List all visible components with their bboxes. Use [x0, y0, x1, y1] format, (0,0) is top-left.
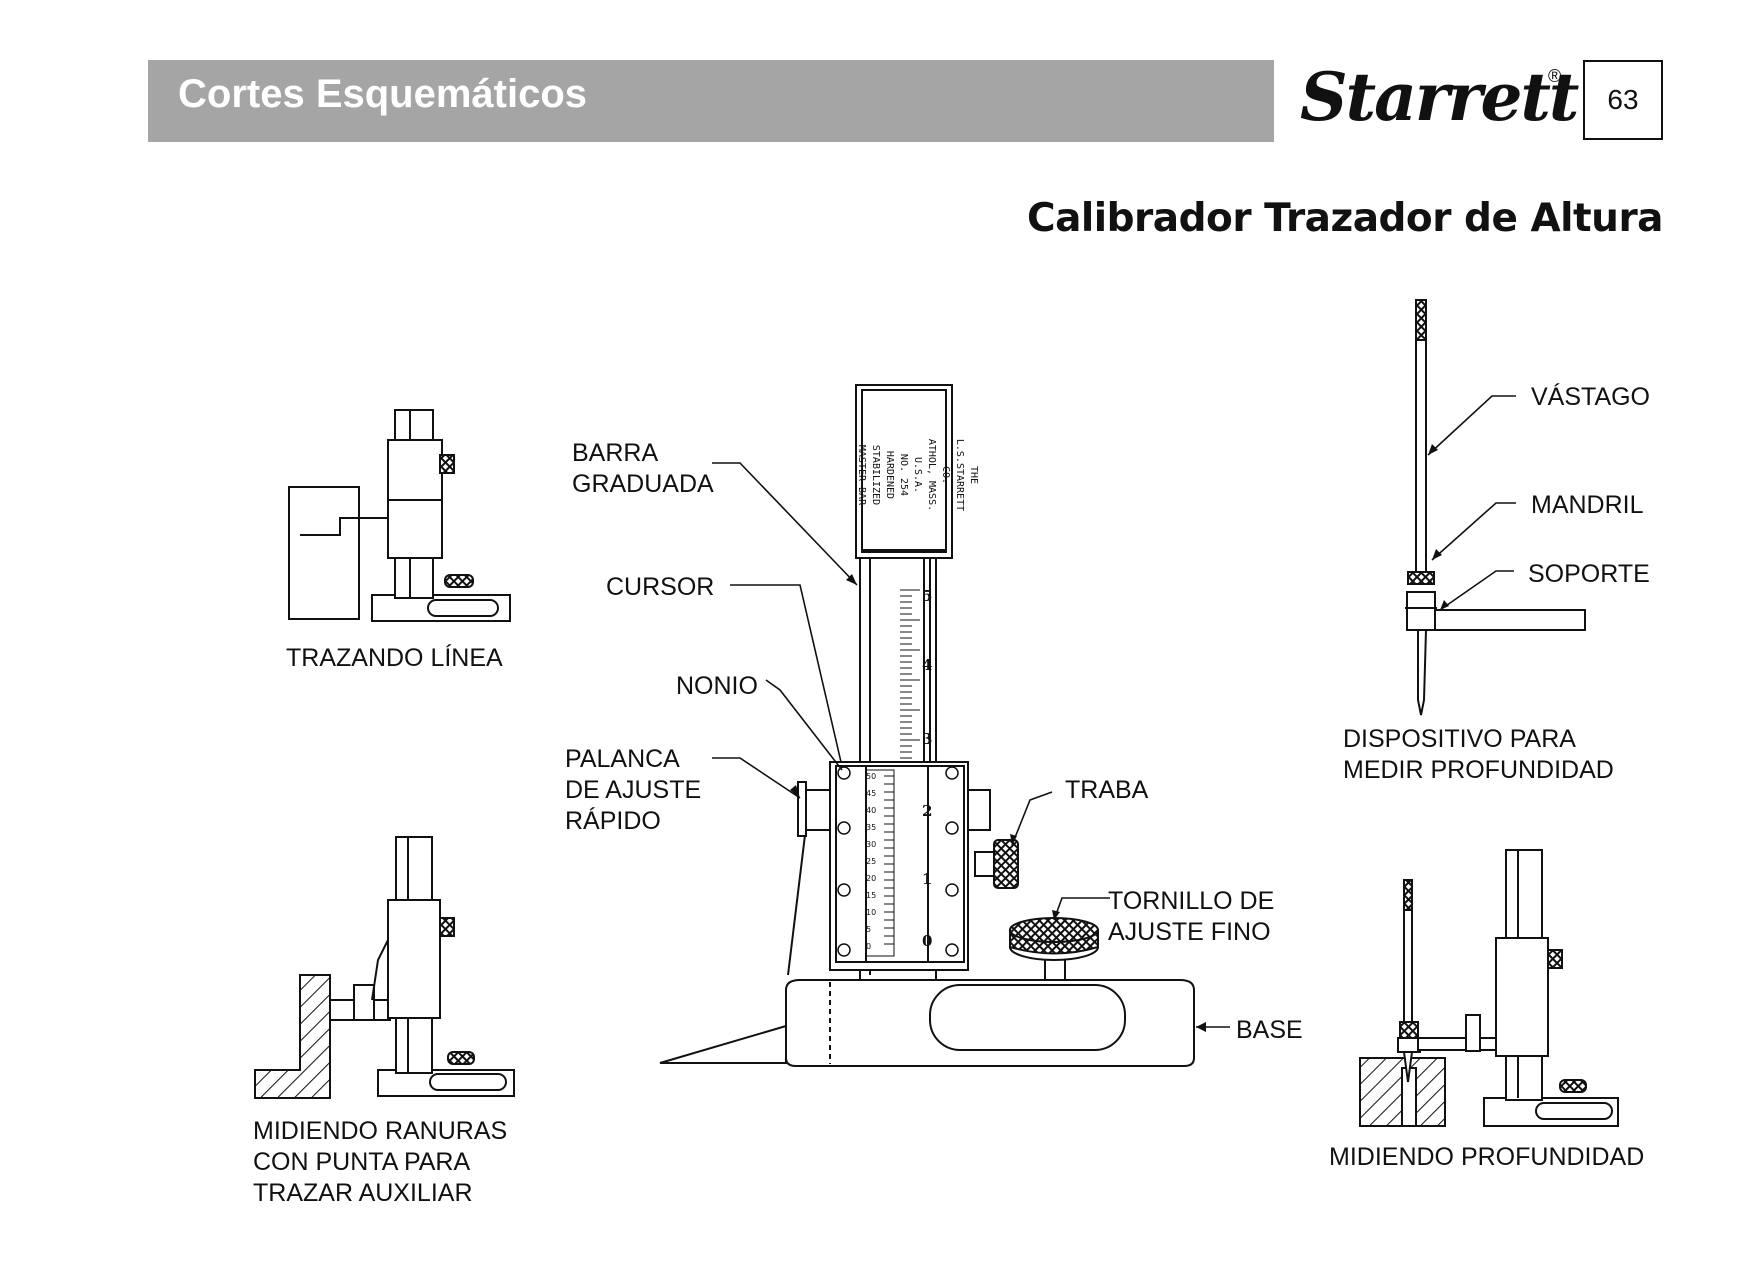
- label-base: BASE: [1236, 1016, 1303, 1044]
- label-mandril: MANDRIL: [1531, 491, 1644, 519]
- header-bar: Cortes Esquemáticos: [148, 60, 1274, 142]
- page-title: Calibrador Trazador de Altura: [1026, 196, 1664, 241]
- page-number: 63: [1583, 60, 1663, 140]
- vernier-number: 35: [866, 823, 877, 832]
- label-nonio: NONIO: [676, 672, 758, 700]
- label-traba: TRABA: [1065, 776, 1149, 804]
- leader-lines: [712, 462, 1230, 1028]
- figure-midiendo-profundidad: [1359, 849, 1619, 1127]
- vernier-number: 5: [866, 925, 872, 934]
- caption-ranuras: MIDIENDO RANURAS CON PUNTA PARA TRAZAR A…: [253, 1117, 508, 1207]
- depth-leaders: [1427, 395, 1516, 611]
- scale-number: 0: [922, 932, 933, 950]
- scale-number: 1: [922, 870, 933, 888]
- vernier-number: 20: [866, 874, 877, 883]
- vernier-number: 50: [866, 772, 877, 781]
- scale-number: 5: [922, 587, 933, 605]
- caption-dispositivo: DISPOSITIVO PARA MEDIR PROFUNDIDAD: [1343, 725, 1614, 784]
- caption-trazando: TRAZANDO LÍNEA: [286, 644, 503, 672]
- vernier-number: 10: [866, 908, 877, 917]
- vernier-number: 25: [866, 857, 877, 866]
- label-tornillo: TORNILLO DE AJUSTE FINO: [1108, 887, 1275, 946]
- vernier-number: 45: [866, 789, 877, 798]
- main-height-gage: [659, 384, 1195, 1067]
- logo-wordmark: Starrett: [1300, 58, 1579, 136]
- figure-trazando-linea: [288, 409, 511, 622]
- inscription-line: NO. 254: [898, 453, 909, 497]
- cursor-screws: [837, 766, 959, 957]
- bar-inscription: THE L.S.STARRETT CO. ATHOL, MASS. U.S.A.…: [830, 430, 980, 520]
- inscription-line: ATHOL, MASS. U.S.A.: [912, 438, 937, 512]
- label-vastago: VÁSTAGO: [1531, 383, 1651, 411]
- vernier-number: 30: [866, 840, 877, 849]
- base-window: [929, 984, 1126, 1051]
- scale-number: 2: [922, 802, 933, 820]
- starrett-logo: Starrett ®: [1300, 52, 1579, 152]
- label-palanca: PALANCA DE AJUSTE RÁPIDO: [565, 745, 702, 835]
- vernier-number: 40: [866, 806, 877, 815]
- figure-midiendo-ranuras: [254, 836, 515, 1099]
- registered-mark: ®: [1548, 66, 1562, 86]
- section-title: Cortes Esquemáticos: [178, 72, 588, 116]
- scale-number: 4: [922, 656, 933, 674]
- inscription-line: MASTER BAR: [856, 444, 867, 506]
- label-soporte: SOPORTE: [1528, 560, 1650, 588]
- label-barra-graduada: BARRA GRADUADA: [572, 439, 714, 498]
- vernier-number: 15: [866, 891, 877, 900]
- leader-arrows: [790, 574, 1206, 1032]
- inscription-line: HARDENED STABILIZED: [870, 444, 895, 506]
- figure-dispositivo-profundidad: [1405, 299, 1586, 716]
- caption-profundidad: MIDIENDO PROFUNDIDAD: [1329, 1143, 1645, 1171]
- label-cursor: CURSOR: [606, 573, 715, 601]
- scale-number: 3: [922, 730, 933, 748]
- vernier-number: 0: [866, 942, 872, 951]
- inscription-line: THE L.S.STARRETT CO.: [940, 438, 979, 512]
